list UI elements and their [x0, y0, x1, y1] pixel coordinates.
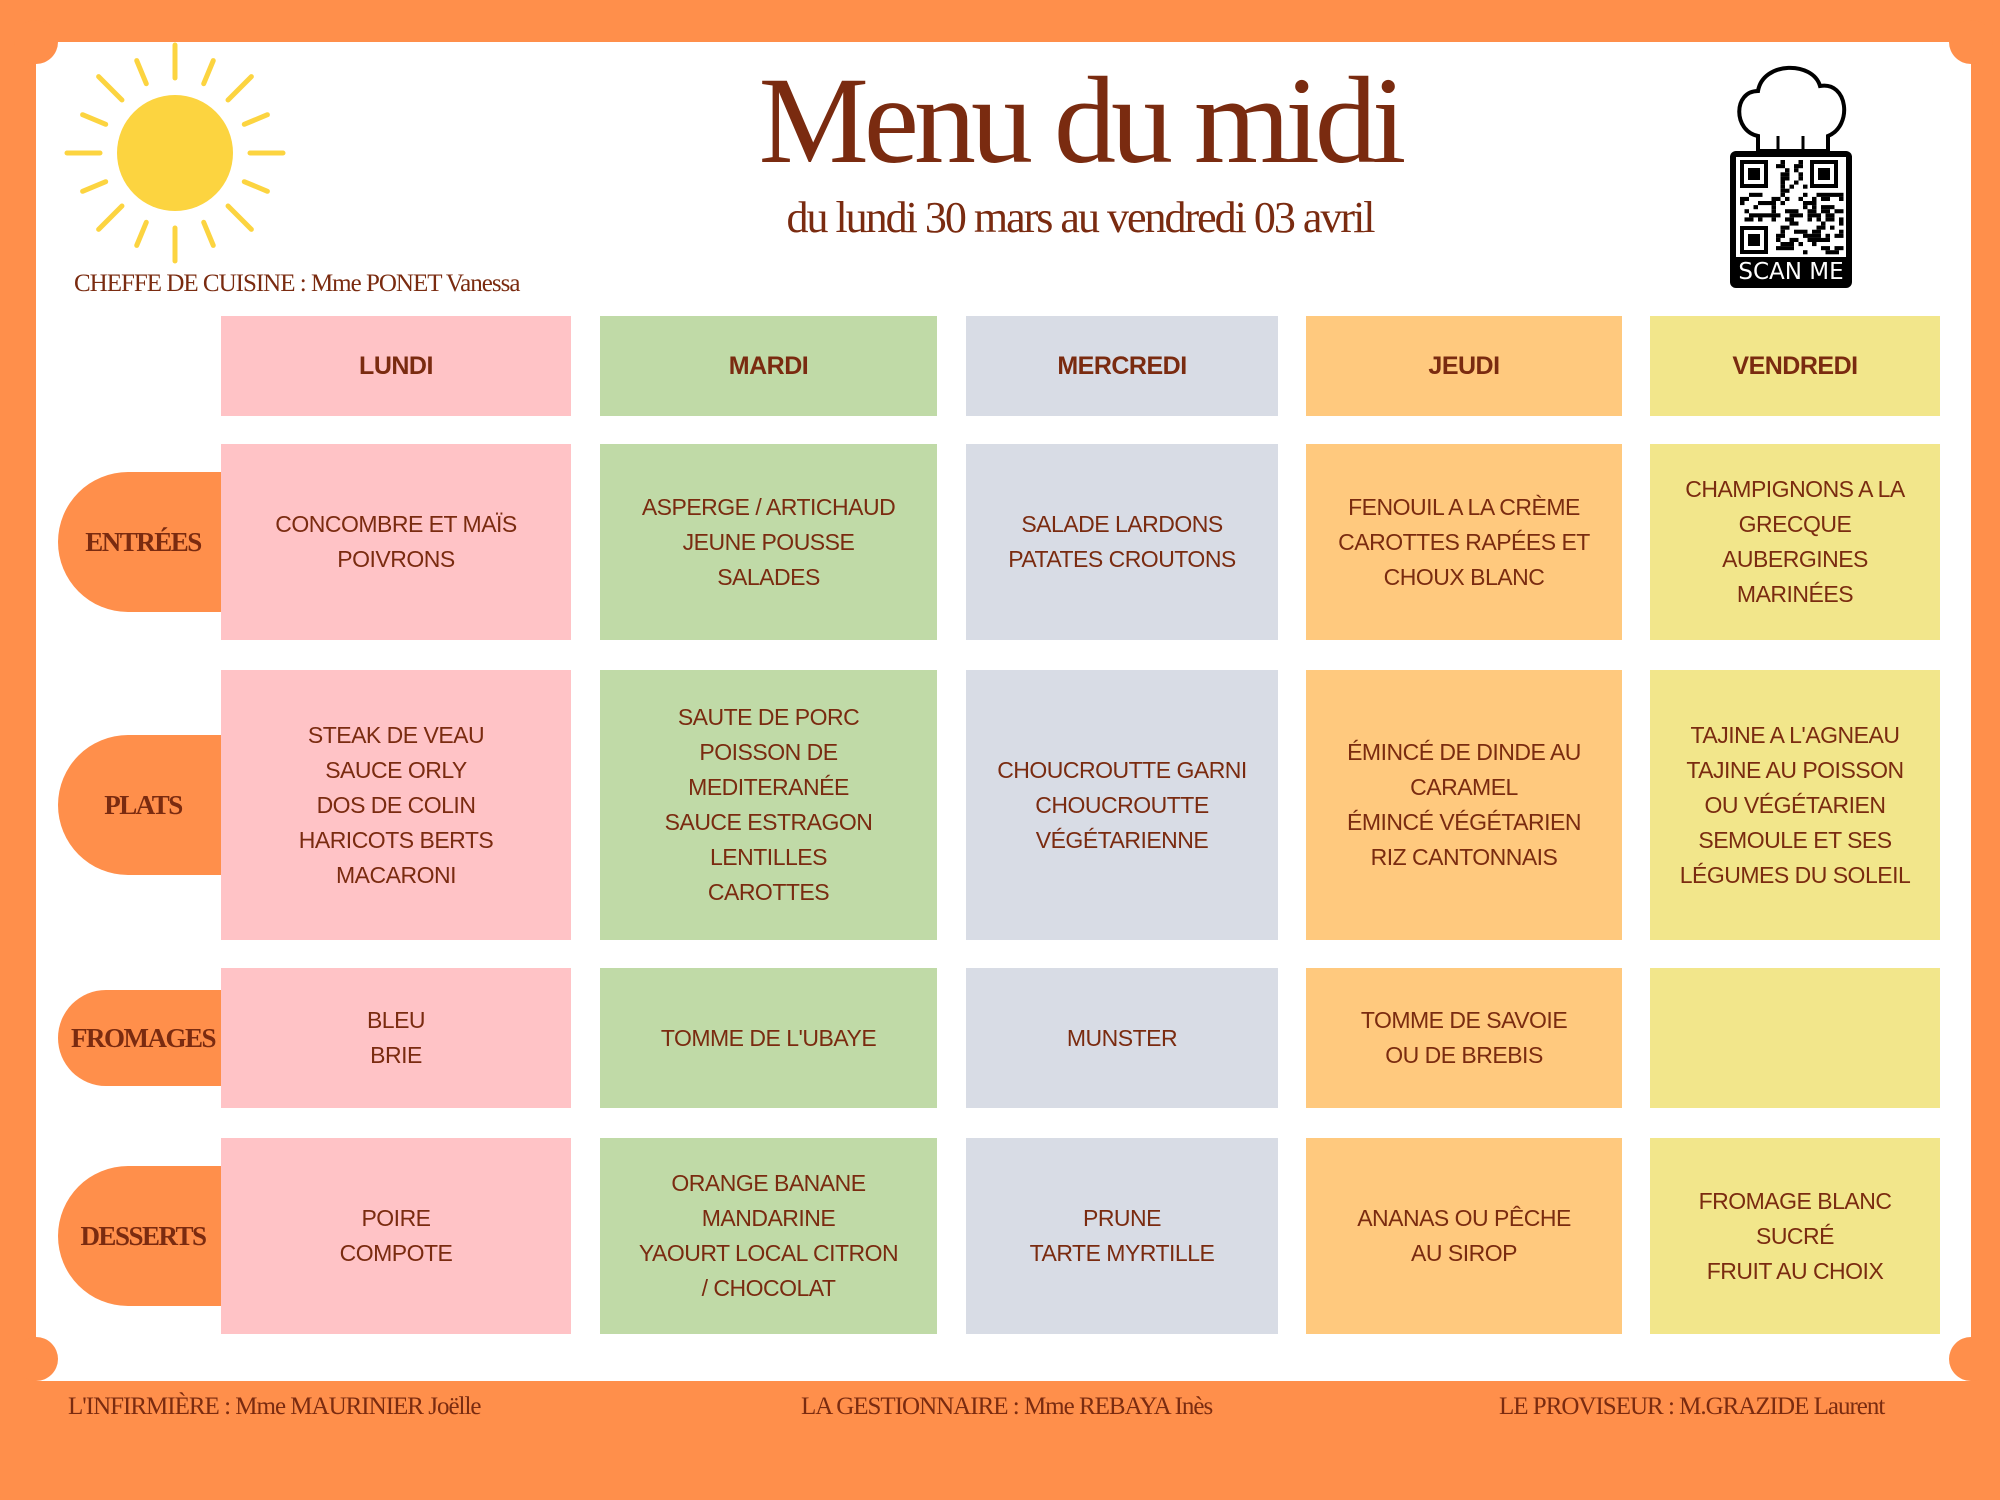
menu-item: FENOUIL A LA CRÈME	[1348, 493, 1580, 520]
menu-item: CHOUCROUTTE GARNI	[997, 756, 1247, 783]
page-title: Menu du midi	[758, 52, 1407, 189]
menu-item: MUNSTER	[1066, 1024, 1178, 1051]
menu-cell	[1650, 968, 1940, 1108]
menu-cell: TAJINE A L'AGNEAU TAJINE AU POISSON OU VÉG…	[1650, 670, 1940, 940]
menu-item: TOMME DE L'UBAYE	[660, 1024, 877, 1051]
menu-item: CHAMPIGNONS A LA	[1685, 476, 1905, 502]
menu-cell: FENOUIL A LA CRÈME CAROTTES RAPÉES ET CHOU…	[1306, 444, 1622, 640]
menu-item: PRUNE	[1082, 1205, 1162, 1231]
menu-item: SALADES	[717, 563, 820, 590]
menu-cell: PRUNE TARTE MYRTILLE	[966, 1138, 1278, 1334]
menu-cell: SALADE LARDONS PATATES CROUTONS	[966, 444, 1278, 640]
menu-item: ASPERGE / ARTICHAUD	[641, 493, 896, 520]
menu-item: LÉGUMES DU SOLEIL	[1679, 861, 1911, 888]
manager-name: LA GESTIONNAIRE : Mme REBAYA Inès	[801, 1393, 1213, 1420]
day-header-vendredi: VENDREDI	[1650, 316, 1940, 416]
corner-notch	[1949, 20, 1993, 64]
day-header-mardi: MARDI	[600, 316, 937, 416]
menu-item: AUBERGINES	[1722, 546, 1868, 572]
menu-item: FRUIT AU CHOIX	[1706, 1257, 1884, 1284]
menu-item: PATATES CROUTONS	[1008, 546, 1236, 572]
principal-name: LE PROVISEUR : M.GRAZIDE Laurent	[1499, 1393, 1885, 1420]
menu-item: DOS DE COLIN	[316, 791, 476, 818]
menu-item: TAJINE AU POISSON	[1686, 756, 1904, 783]
menu-item: LENTILLES	[710, 844, 827, 870]
row-label: FROMAGES	[58, 990, 228, 1086]
menu-cell: ÉMINCÉ DE DINDE AU CARAMEL ÉMINCÉ VÉGÉTARI…	[1306, 670, 1622, 940]
menu-item: SAUTE DE PORC	[677, 704, 860, 730]
menu-cell: ORANGE BANANE MANDARINE YAOURT LOCAL CITRO…	[600, 1138, 937, 1334]
menu-item: BRIE	[370, 1042, 422, 1068]
menu-item: JEUNE POUSSE	[682, 528, 855, 555]
menu-item: CAROTTES RAPÉES ET	[1338, 528, 1590, 555]
menu-cell: STEAK DE VEAU SAUCE ORLY DOS DE COLIN HARIC…	[221, 670, 571, 940]
menu-item: SEMOULE ET SES	[1698, 826, 1892, 853]
menu-cell: ASPERGE / ARTICHAUD JEUNE POUSSE SALADES	[600, 444, 937, 640]
menu-item: POIVRONS	[337, 546, 455, 572]
menu-item: HARICOTS BERTS	[298, 826, 494, 853]
row-label: PLATS	[58, 735, 228, 875]
menu-item: CHOUCROUTTE	[1035, 791, 1209, 818]
corner-notch	[14, 20, 58, 64]
nurse-name: L'INFIRMIÈRE : Mme MAURINIER Joëlle	[68, 1393, 482, 1420]
row-label: ENTRÉES	[58, 472, 228, 612]
menu-item: TAJINE A L'AGNEAU	[1690, 721, 1900, 748]
menu-item: FROMAGE BLANC	[1698, 1187, 1892, 1214]
scan-me-label: SCAN ME	[1738, 259, 1844, 285]
menu-item: AU SIROP	[1411, 1240, 1517, 1266]
menu-item: MARINÉES	[1736, 581, 1854, 607]
menu-item: RIZ CANTONNAIS	[1370, 844, 1558, 870]
menu-item: SAUCE ORLY	[325, 756, 467, 783]
menu-item: VÉGÉTARIENNE	[1035, 826, 1209, 853]
menu-item: TOMME DE SAVOIE	[1360, 1007, 1568, 1033]
menu-item: SUCRÉ	[1755, 1222, 1835, 1249]
menu-item: CONCOMBRE ET MAÏS	[275, 511, 517, 537]
chef-hat-icon	[1730, 65, 1852, 288]
menu-item: BLEU	[366, 1007, 426, 1033]
menu-cell: BLEU BRIE	[221, 968, 571, 1108]
menu-item: CARAMEL	[1410, 774, 1518, 800]
menu-item: CHOUX BLANC	[1383, 563, 1545, 590]
menu-cell: MUNSTER	[966, 968, 1278, 1108]
menu-cell: POIRE COMPOTE	[221, 1138, 571, 1334]
menu-item: STEAK DE VEAU	[307, 721, 485, 748]
menu-item: MACARONI	[336, 861, 456, 888]
menu-cell: SAUTE DE PORC POISSON DE MEDITERANÉE SAUCE …	[600, 670, 937, 940]
menu-item: POISSON DE	[699, 739, 838, 765]
day-header-jeudi: JEUDI	[1306, 316, 1622, 416]
corner-notch	[14, 1337, 58, 1381]
day-header-lundi: LUNDI	[221, 316, 571, 416]
menu-item: YAOURT LOCAL CITRON	[638, 1240, 899, 1266]
menu-item: ÉMINCÉ DE DINDE AU	[1347, 739, 1581, 765]
menu-item: / CHOCOLAT	[701, 1275, 836, 1301]
menu-item: TARTE MYRTILLE	[1029, 1240, 1215, 1266]
menu-item: SAUCE ESTRAGON	[664, 809, 873, 835]
sun-icon	[64, 42, 286, 264]
menu-item: GRECQUE	[1738, 511, 1852, 537]
menu-item: OU VÉGÉTARIEN	[1704, 791, 1886, 818]
menu-item: MEDITERANÉE	[688, 774, 849, 800]
menu-item: ORANGE BANANE	[671, 1170, 866, 1196]
menu-cell: CHOUCROUTTE GARNI CHOUCROUTTE VÉGÉTARIENNE	[966, 670, 1278, 940]
qr-code[interactable]: SCAN ME	[1728, 56, 1854, 288]
menu-cell: TOMME DE L'UBAYE	[600, 968, 937, 1108]
menu-item: ÉMINCÉ VÉGÉTARIEN	[1347, 809, 1581, 835]
chef-name: CHEFFE DE CUISINE : Mme PONET Vanessa	[74, 270, 520, 297]
menu-item: COMPOTE	[339, 1240, 453, 1266]
corner-notch	[1949, 1337, 1993, 1381]
date-range: du lundi 30 mars au vendredi 03 avril	[786, 193, 1375, 242]
menu-cell: CHAMPIGNONS A LA GRECQUE AUBERGINES MARINÉE…	[1650, 444, 1940, 640]
menu-cell: ANANAS OU PÊCHE AU SIROP	[1306, 1138, 1622, 1334]
menu-item: OU DE BREBIS	[1385, 1042, 1543, 1068]
day-header-mercredi: MERCREDI	[966, 316, 1278, 416]
menu-item: CAROTTES	[707, 879, 830, 905]
menu-item: MANDARINE	[701, 1205, 836, 1231]
menu-cell: TOMME DE SAVOIE OU DE BREBIS	[1306, 968, 1622, 1108]
menu-item: SALADE LARDONS	[1021, 511, 1223, 537]
menu-item: ANANAS OU PÊCHE	[1357, 1205, 1571, 1231]
menu-cell: FROMAGE BLANC SUCRÉ FRUIT AU CHOIX	[1650, 1138, 1940, 1334]
menu-cell: CONCOMBRE ET MAÏS POIVRONS	[221, 444, 571, 640]
menu-item: POIRE	[361, 1205, 431, 1231]
row-label: DESSERTS	[58, 1166, 228, 1306]
